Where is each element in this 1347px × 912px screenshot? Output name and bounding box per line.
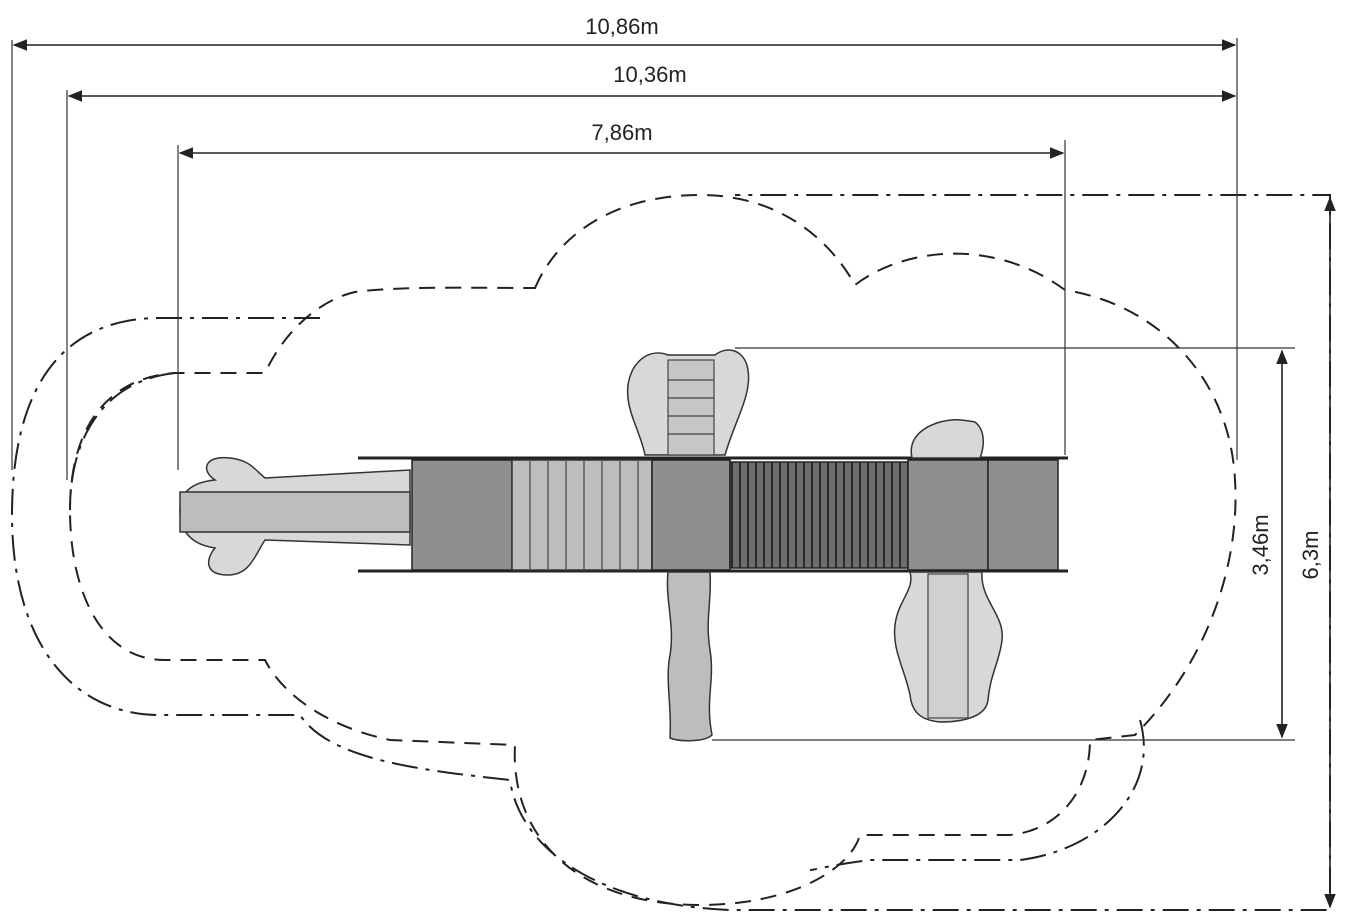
dimension-zone-width: 10,36m (66, 62, 1237, 480)
main-platform (358, 456, 1068, 573)
inner-safety-zone (68, 193, 1237, 907)
dimension-equipment-width: 7,86m (177, 120, 1066, 470)
equipment-width-label: 7,86m (591, 120, 652, 145)
zone-width-label: 10,36m (613, 62, 686, 87)
left-zone-loop (69, 372, 176, 511)
dimension-overall-width: 10,86m (11, 14, 1238, 470)
top-right-climber (910, 418, 985, 459)
overall-depth-label: 6,3m (1298, 531, 1323, 580)
bottom-climbing-wall (666, 571, 713, 742)
dimension-equipment-depth: 3,46m (712, 347, 1295, 741)
top-ladder (626, 349, 750, 456)
equipment-depth-label: 3,46m (1248, 514, 1273, 575)
overall-width-label: 10,86m (585, 14, 658, 39)
left-slide (179, 456, 411, 576)
bottom-right-slide (893, 571, 1003, 723)
dimension-overall-depth: 6,3m (1298, 196, 1336, 909)
right-zone-loop (809, 719, 1145, 871)
outer-safety-zone (10, 194, 1331, 911)
